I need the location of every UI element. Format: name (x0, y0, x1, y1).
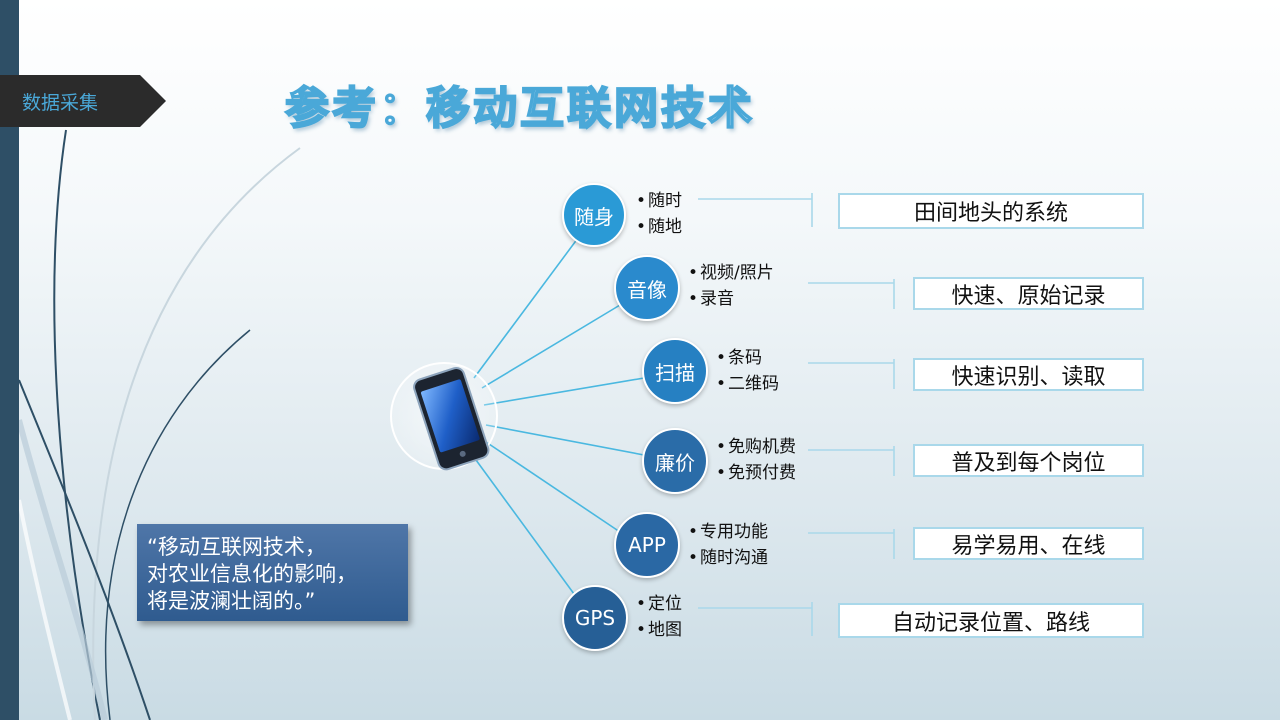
bullet-item: 录音 (688, 286, 774, 312)
result-box-media: 快速、原始记录 (913, 277, 1144, 310)
quote-line: 对农业信息化的影响， (147, 562, 357, 586)
bullet-item: 专用功能 (688, 519, 768, 545)
quote-line: “移动互联网技术， (147, 535, 326, 559)
bullets-gps: 定位 地图 (636, 591, 682, 643)
bullets-media: 视频/照片 录音 (688, 260, 774, 312)
result-box-cheap: 普及到每个岗位 (913, 444, 1144, 477)
bullet-item: 随地 (636, 214, 682, 240)
bullet-item: 免购机费 (716, 434, 796, 460)
quote-line: 将是波澜壮阔的。” (147, 589, 316, 613)
branch-node-scan: 扫描 (642, 338, 708, 404)
bullet-item: 随时 (636, 188, 682, 214)
branch-node-app: APP (614, 512, 680, 578)
bullet-item: 二维码 (716, 371, 779, 397)
branch-node-media: 音像 (614, 255, 680, 321)
connector-line (483, 377, 645, 406)
branch-node-gps: GPS (562, 585, 628, 651)
bullet-item: 免预付费 (716, 460, 796, 486)
left-accent-bar (0, 0, 19, 720)
connector-line (485, 424, 645, 456)
connector-line (475, 459, 578, 599)
bullets-portable: 随时 随地 (636, 188, 682, 240)
bullet-item: 随时沟通 (688, 545, 768, 571)
connector-line (485, 441, 621, 533)
slide-title: 参考：移动互联网技术 (284, 82, 755, 135)
connector-line (473, 237, 579, 379)
connector-line (481, 304, 621, 389)
branch-node-cheap: 廉价 (642, 428, 708, 494)
result-box-app: 易学易用、在线 (913, 527, 1144, 560)
bullets-app: 专用功能 随时沟通 (688, 519, 768, 571)
bullet-item: 定位 (636, 591, 682, 617)
bullet-item: 视频/照片 (688, 260, 774, 286)
section-tag-label: 数据采集 (22, 92, 99, 114)
section-tag: 数据采集 (0, 75, 166, 127)
bullet-item: 条码 (716, 345, 779, 371)
result-box-portable: 田间地头的系统 (838, 193, 1144, 229)
result-box-gps: 自动记录位置、路线 (838, 603, 1144, 638)
branch-node-portable: 随身 (562, 183, 626, 247)
bullets-scan: 条码 二维码 (716, 345, 779, 397)
bullet-item: 地图 (636, 617, 682, 643)
quote-box: “移动互联网技术， 对农业信息化的影响， 将是波澜壮阔的。” (137, 524, 408, 621)
result-box-scan: 快速识别、读取 (913, 358, 1144, 391)
bullets-cheap: 免购机费 免预付费 (716, 434, 796, 486)
